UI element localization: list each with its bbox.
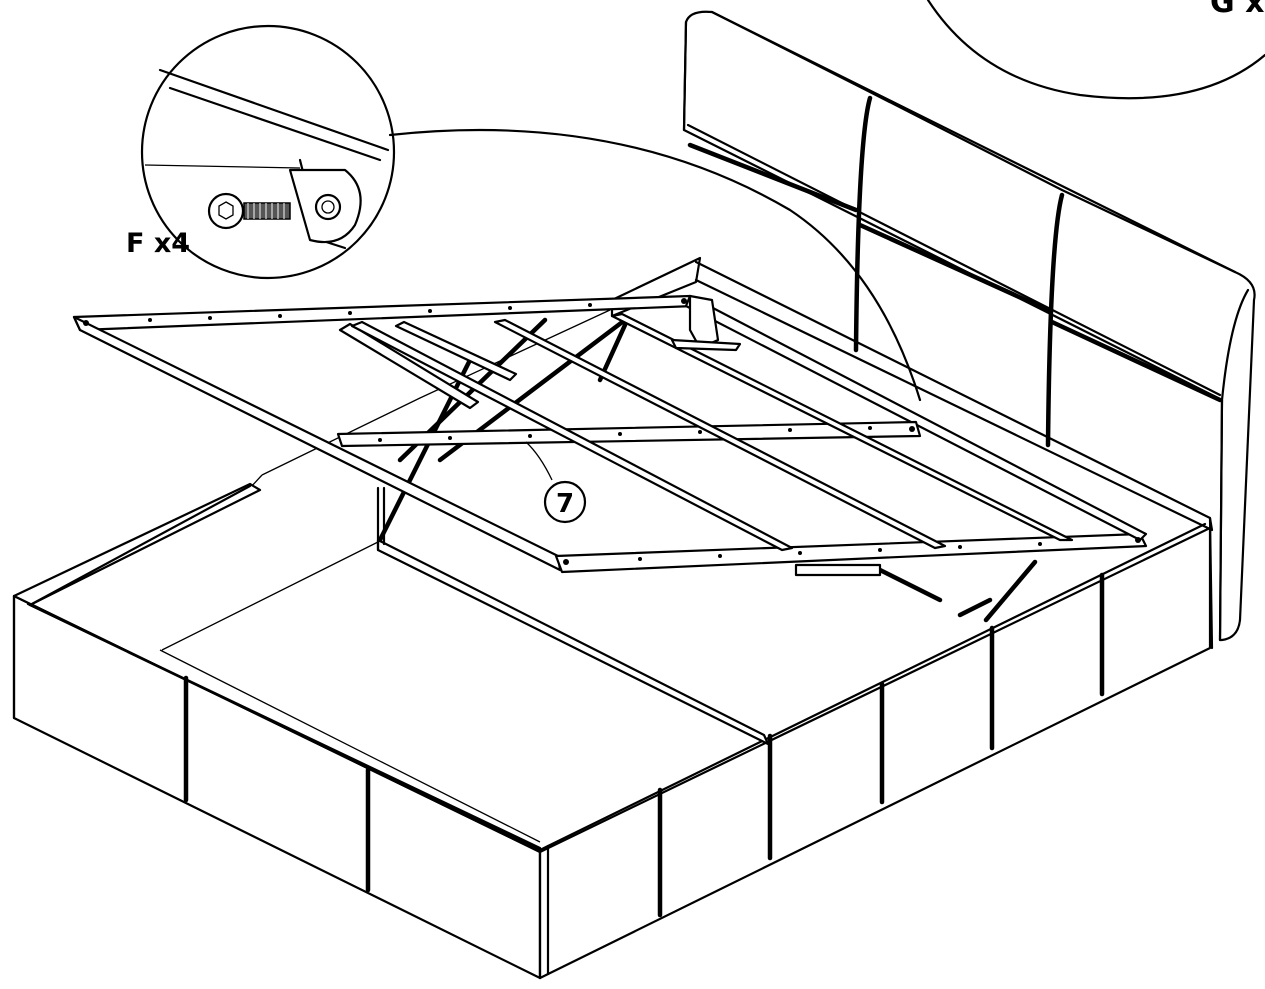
slat-frame bbox=[72, 294, 1148, 574]
bed-base-box bbox=[12, 482, 1214, 980]
detail-circle-left: F x4 bbox=[126, 24, 922, 402]
headboard bbox=[682, 10, 1256, 642]
detail-left-label: F x4 bbox=[126, 228, 190, 259]
part-callout-7: 7 bbox=[525, 441, 587, 524]
detail-right-label: G x bbox=[1210, 0, 1264, 20]
rail-holes bbox=[83, 298, 1141, 565]
part-number-label: 7 bbox=[556, 489, 574, 519]
detail-circle-right: G x bbox=[926, 0, 1265, 100]
